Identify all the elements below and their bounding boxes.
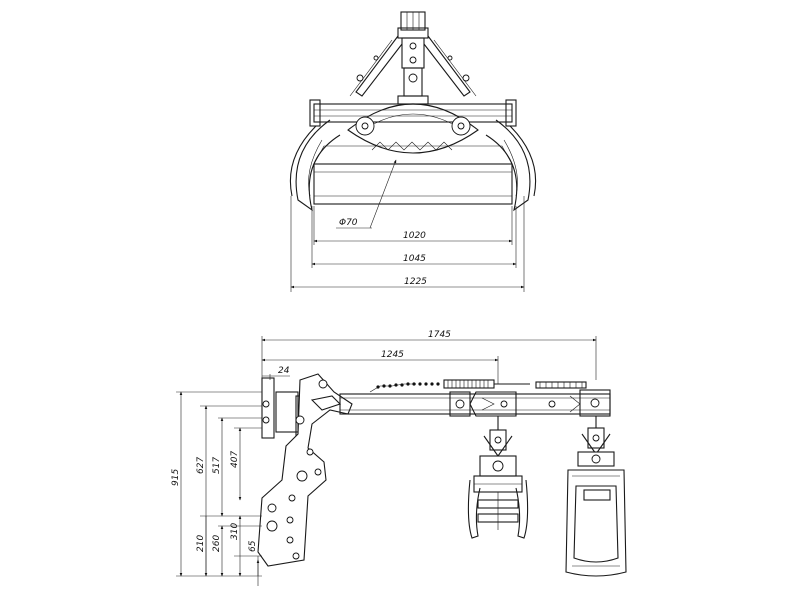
dim-height-65: 65	[248, 540, 258, 552]
side-view: 1745 1245 24 915 627 517	[171, 330, 627, 586]
main-boom	[339, 389, 611, 417]
bucket-body	[313, 145, 513, 205]
width-dimensions: 1020 1045 1225	[290, 196, 525, 292]
hydraulic-chain	[369, 379, 587, 393]
dim-offset-24: 24	[278, 366, 290, 376]
dim-height-310: 310	[230, 523, 240, 540]
dim-width-1020: 1020	[403, 231, 426, 241]
grapple-jaws	[289, 119, 537, 212]
dim-width-1225: 1225	[404, 277, 427, 287]
dim-width-1045: 1045	[403, 254, 426, 264]
diameter-dimension: Φ70	[336, 159, 397, 229]
dim-height-210: 210	[196, 535, 206, 552]
dim-height-627: 627	[196, 457, 206, 474]
swivel-hanger	[397, 11, 429, 105]
mounting-column	[257, 373, 353, 567]
dim-reach-1245: 1245	[381, 350, 404, 360]
upper-arms	[349, 35, 477, 97]
rotator-disk	[347, 103, 479, 154]
grapple-open	[467, 416, 529, 539]
diameter-label: Φ70	[339, 218, 358, 228]
dim-height-407: 407	[230, 451, 240, 468]
reach-dimensions: 1745 1245 24	[261, 330, 597, 384]
dim-height-915: 915	[171, 469, 181, 486]
height-dimensions: 915 627 517 407 210 260	[171, 391, 262, 586]
front-view: Φ70 1020 1045 1225	[289, 11, 537, 292]
dim-height-260: 260	[212, 535, 222, 552]
grapple-closed	[565, 416, 627, 577]
dim-height-517: 517	[212, 457, 222, 474]
dim-reach-1745: 1745	[428, 330, 451, 340]
